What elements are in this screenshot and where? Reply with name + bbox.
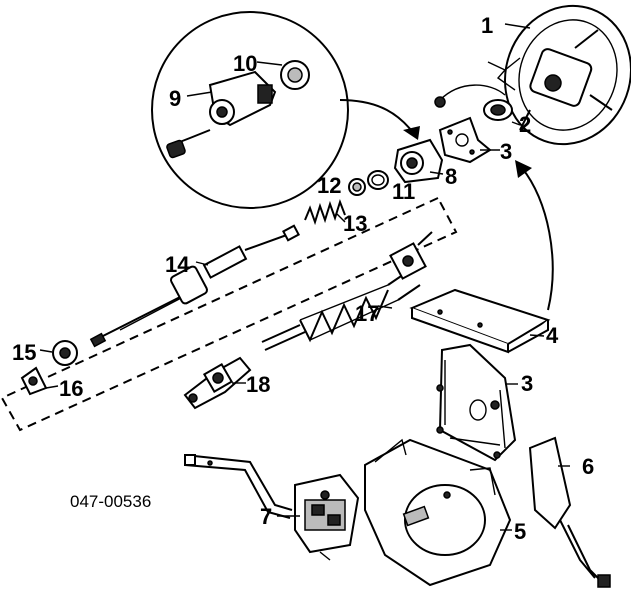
callout-16: 16 xyxy=(59,376,83,401)
callout-17: 17 xyxy=(355,301,379,326)
lower-joint-18 xyxy=(183,356,252,410)
leader-line-4 xyxy=(529,334,545,337)
ring-11 xyxy=(367,170,389,190)
leader-line-1 xyxy=(504,23,531,29)
steering-wheel xyxy=(504,4,631,146)
callout-10: 10 xyxy=(233,51,257,76)
lock-housing xyxy=(393,138,444,184)
combination-switch-7 xyxy=(184,454,360,561)
assembly-arrowhead xyxy=(515,160,532,178)
upper-shaft-14 xyxy=(89,224,300,348)
bearing-15 xyxy=(52,340,78,366)
detail-arrowhead xyxy=(403,126,420,140)
leader-line-15 xyxy=(39,349,53,353)
callout-1: 1 xyxy=(481,13,493,38)
leader-line-16 xyxy=(45,385,59,389)
callout-18: 18 xyxy=(246,372,270,397)
shaft-assembly-envelope xyxy=(0,196,458,432)
leader-line-2 xyxy=(511,121,521,126)
part-code-label: 047-00536 xyxy=(70,492,151,511)
callout-4: 4 xyxy=(546,323,559,348)
spring-13 xyxy=(304,198,346,226)
leader-line-14 xyxy=(195,261,209,266)
clip-16 xyxy=(20,366,48,396)
leader-line-8 xyxy=(429,171,444,175)
lower-shaft-17 xyxy=(261,231,433,351)
callout-3-lower: 3 xyxy=(521,371,533,396)
callout-14: 14 xyxy=(165,252,190,277)
stalk-lever-6 xyxy=(528,436,611,588)
bearing-12 xyxy=(348,178,366,196)
leader-line-17 xyxy=(377,305,393,309)
callout-5: 5 xyxy=(514,519,526,544)
callout-11: 11 xyxy=(392,179,415,204)
callout-7: 7 xyxy=(260,504,272,529)
assembly-arrow xyxy=(521,167,554,311)
callout-15: 15 xyxy=(12,340,36,365)
callout-3-upper: 3 xyxy=(500,139,512,164)
callout-13: 13 xyxy=(343,211,367,236)
mounting-bracket-3 xyxy=(436,343,517,462)
callout-8: 8 xyxy=(445,164,457,189)
leader-line-9 xyxy=(186,91,213,97)
callout-2: 2 xyxy=(519,112,531,137)
column-shroud-5 xyxy=(364,438,512,587)
callout-6: 6 xyxy=(582,454,594,479)
upper-bracket-plate xyxy=(438,116,492,164)
callout-12: 12 xyxy=(317,173,341,198)
horn-contact-ring xyxy=(434,57,521,121)
ignition-detail-circle xyxy=(151,11,349,209)
callout-9: 9 xyxy=(169,86,181,111)
detail-arrow xyxy=(339,99,416,136)
cover-panel-4 xyxy=(409,288,551,354)
leader-line-10 xyxy=(256,61,283,66)
leader-line-13 xyxy=(336,213,346,223)
